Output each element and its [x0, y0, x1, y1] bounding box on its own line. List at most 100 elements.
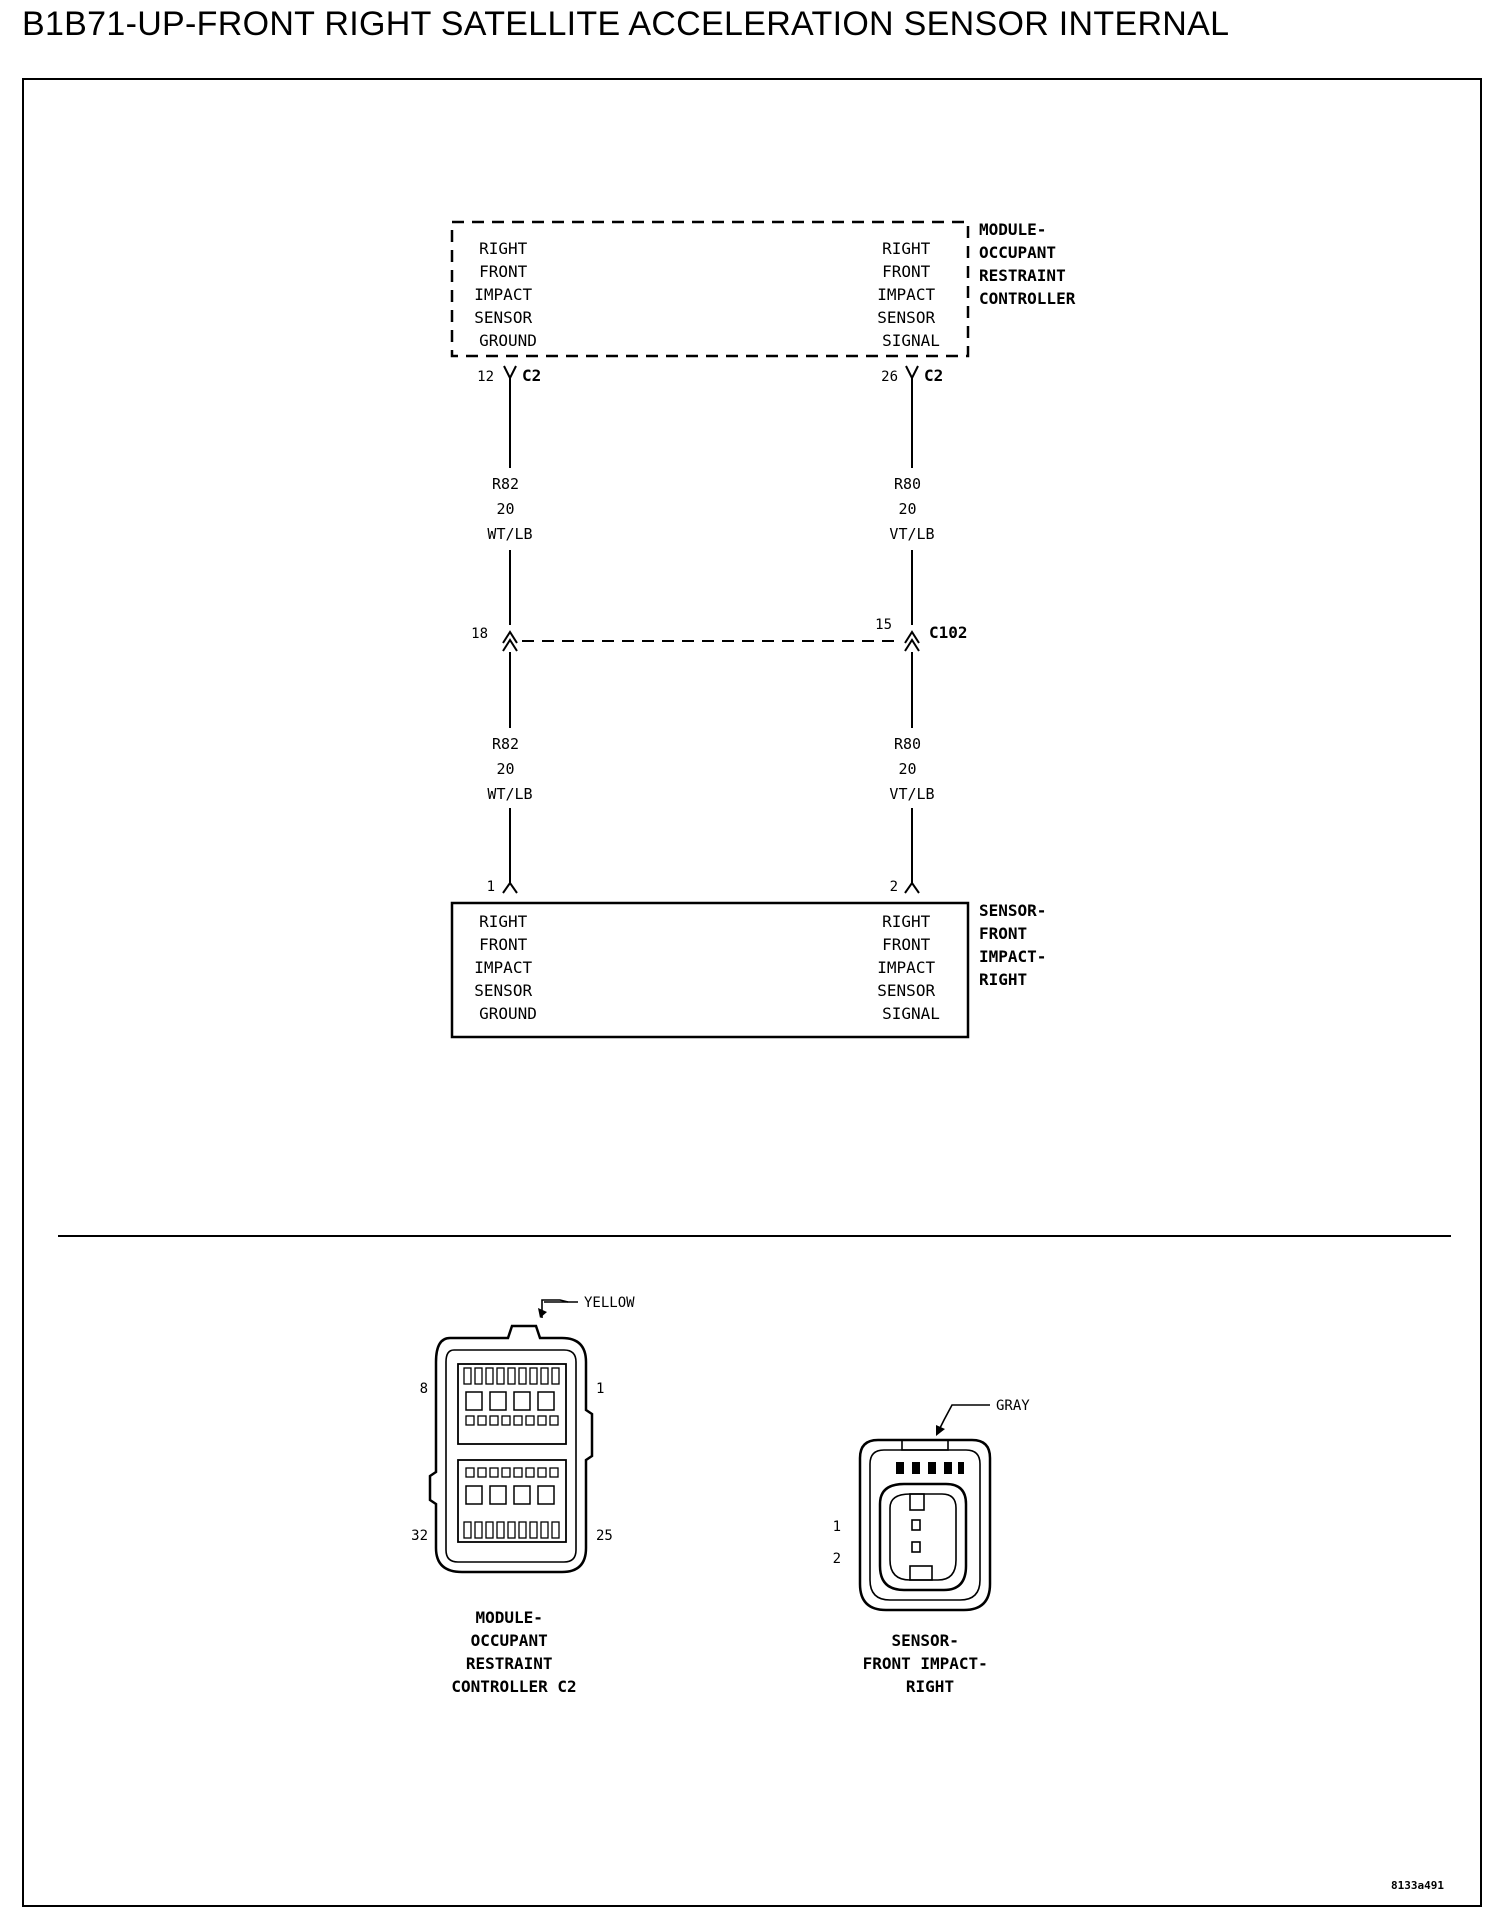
pin-number: 2 — [890, 879, 898, 895]
inline-connector-c102: 18 15 C102 — [471, 617, 968, 652]
connector-housing — [858, 1438, 992, 1612]
callout-leader — [937, 1404, 990, 1433]
terminal-cavity — [465, 1391, 483, 1411]
arrow-icon — [538, 1308, 547, 1318]
diagram-frame — [22, 78, 1482, 1907]
sensor-name: SENSOR- FRONT IMPACT- RIGHT — [979, 901, 1056, 989]
terminal-cavity — [513, 1415, 523, 1426]
sensor-left-function: RIGHT FRONT IMPACT SENSOR GROUND — [474, 912, 541, 1023]
pin-label: 25 — [596, 1528, 613, 1544]
terminal-cavity — [465, 1485, 483, 1505]
terminal-cavity — [501, 1467, 511, 1478]
terminal-cavity — [477, 1467, 487, 1478]
terminal-cavity — [537, 1467, 547, 1478]
terminal-slot — [474, 1367, 483, 1385]
terminal-cavity — [489, 1391, 507, 1411]
terminal-cavity — [513, 1485, 531, 1505]
wire-label-r82-lower: R82 20 WT/LB — [487, 735, 532, 803]
terminal-cavity — [525, 1467, 535, 1478]
terminal-cavity — [525, 1415, 535, 1426]
terminal-cavity — [489, 1415, 499, 1426]
wire-label-r80-lower: R80 20 VT/LB — [889, 735, 934, 803]
module-name: MODULE- OCCUPANT RESTRAINT CONTROLLER — [979, 220, 1076, 308]
terminal-slot — [518, 1367, 527, 1385]
pin-number: 1 — [487, 879, 495, 895]
connector-name: C2 — [522, 366, 541, 385]
connector-inner-outline — [445, 1349, 577, 1563]
sensor-pin-left: 1 — [487, 879, 518, 895]
figure-id: 8133a491 — [1391, 1879, 1444, 1892]
terminal-cavity — [477, 1415, 487, 1426]
lower-terminal-row — [463, 1467, 560, 1539]
pin-number: 12 — [477, 369, 494, 385]
module-occupant-restraint-controller: RIGHT FRONT IMPACT SENSOR GROUND RIGHT F… — [450, 220, 1076, 358]
terminal-cavity — [549, 1467, 559, 1478]
terminal-cavity — [489, 1485, 507, 1505]
terminal-pin-1 — [911, 1519, 921, 1531]
module-box — [450, 220, 970, 358]
terminal-slot — [485, 1521, 494, 1539]
terminal-slot — [463, 1367, 472, 1385]
upper-cavity-block — [457, 1363, 567, 1445]
terminal-slot — [496, 1521, 505, 1539]
connector-symbol-icon — [905, 365, 919, 381]
wire-label-r80-upper: R80 20 VT/LB — [889, 475, 934, 543]
module-left-function: RIGHT FRONT IMPACT SENSOR GROUND — [474, 239, 541, 350]
sensor-color-label: GRAY — [996, 1398, 1030, 1414]
terminal-cavity — [513, 1391, 531, 1411]
pin-number: 15 — [875, 617, 892, 633]
terminal-slot — [507, 1367, 516, 1385]
terminal-slot — [485, 1367, 494, 1385]
terminal-cavity — [537, 1391, 555, 1411]
module-right-function: RIGHT FRONT IMPACT SENSOR SIGNAL — [877, 239, 944, 350]
module-pin-left: 12 C2 — [477, 365, 541, 385]
connector-symbol-icon — [502, 881, 518, 894]
arrow-icon — [936, 1425, 945, 1436]
connector-inner-outline — [869, 1449, 981, 1601]
terminal-slot — [507, 1521, 516, 1539]
pin-label: 32 — [411, 1528, 428, 1544]
connector-name: C102 — [929, 623, 968, 642]
terminal-slot — [551, 1521, 560, 1539]
sensor-connector-view: GRAY 1 2 SENSOR- FRONT IMPACT- RIGHT — [833, 1398, 1031, 1696]
module-c2-caption: MODULE- OCCUPANT RESTRAINT CONTROLLER C2 — [451, 1608, 576, 1696]
terminal-cavity — [513, 1467, 523, 1478]
terminal-slot — [529, 1521, 538, 1539]
connector-name: C2 — [924, 366, 943, 385]
terminal-slot — [540, 1521, 549, 1539]
module-c2-connector-view: YELLOW 8 1 32 25 MODULE- OCCUPANT RESTRA… — [411, 1295, 635, 1696]
connector-housing — [428, 1324, 594, 1574]
sensor-right-function: RIGHT FRONT IMPACT SENSOR SIGNAL — [877, 912, 944, 1023]
wire-label-r82-upper: R82 20 WT/LB — [487, 475, 532, 543]
mating-cavity — [878, 1482, 968, 1592]
latch-slots — [896, 1462, 964, 1474]
terminal-cavity — [465, 1467, 475, 1478]
terminal-cavity — [549, 1415, 559, 1426]
sensor-front-impact-right: RIGHT FRONT IMPACT SENSOR GROUND RIGHT F… — [450, 901, 1056, 1039]
terminal-slot — [496, 1367, 505, 1385]
lower-cavity-block — [457, 1459, 567, 1543]
connector-symbol-icon — [503, 365, 517, 381]
terminal-slot — [529, 1367, 538, 1385]
pin-label: 8 — [420, 1381, 428, 1397]
pin-label: 1 — [596, 1381, 604, 1397]
inline-connector-icon — [502, 630, 518, 652]
pin-number: 18 — [471, 626, 488, 642]
pin-label: 2 — [833, 1551, 841, 1567]
page-title: B1B71-UP-FRONT RIGHT SATELLITE ACCELERAT… — [22, 5, 1230, 43]
pin-label: 1 — [833, 1519, 841, 1535]
terminal-cavity — [465, 1415, 475, 1426]
upper-terminal-row — [463, 1367, 560, 1426]
terminal-cavity — [537, 1415, 547, 1426]
terminal-slot — [551, 1367, 560, 1385]
terminal-slot — [518, 1521, 527, 1539]
mating-cavity-inner — [889, 1493, 957, 1581]
sensor-connector-caption: SENSOR- FRONT IMPACT- RIGHT — [863, 1631, 998, 1696]
latch — [901, 1439, 949, 1451]
pin-number: 26 — [881, 369, 898, 385]
inline-connector-icon — [904, 630, 920, 652]
sensor-box — [450, 901, 970, 1039]
terminal-cavity — [537, 1485, 555, 1505]
connector-symbol-icon — [904, 881, 920, 894]
terminal-slot — [474, 1521, 483, 1539]
